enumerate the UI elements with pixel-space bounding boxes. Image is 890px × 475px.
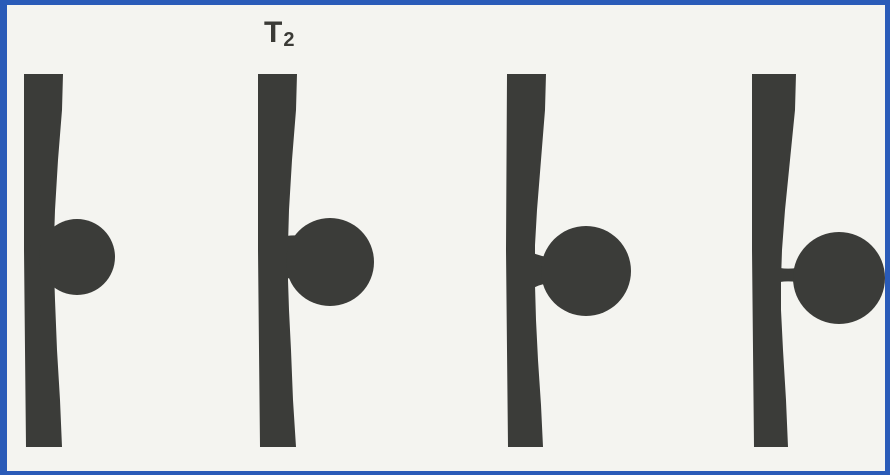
t2-label-subscript: 2: [283, 29, 294, 51]
stage-4-droplet: [793, 232, 885, 324]
t2-label: T2: [264, 18, 294, 50]
t2-label-main: T: [264, 16, 282, 49]
stage-1-droplet: [39, 219, 115, 295]
stage-1: [24, 74, 115, 447]
stage-2-droplet: [286, 218, 374, 306]
stage-2: [258, 74, 374, 447]
stage-3: [506, 74, 631, 447]
stage-4-wall: [752, 74, 796, 447]
stage-4: [752, 74, 885, 447]
stage-3-droplet: [541, 226, 631, 316]
